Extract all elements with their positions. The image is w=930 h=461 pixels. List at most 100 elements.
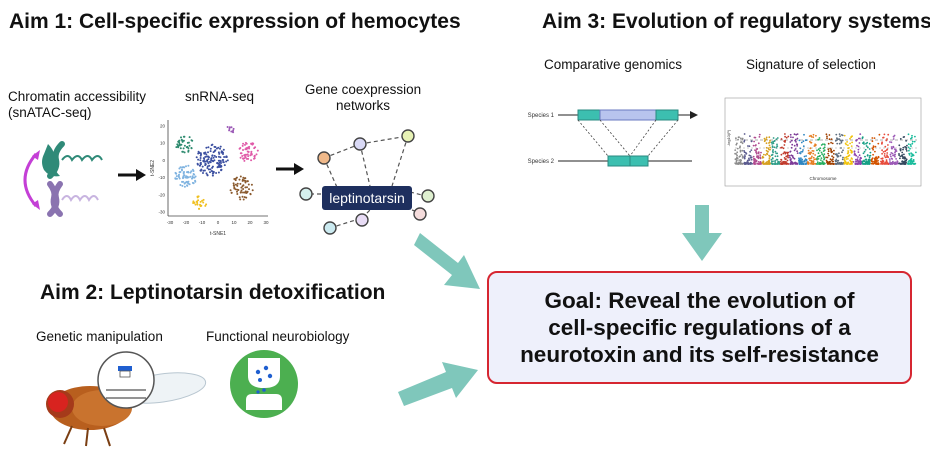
manhattan-point [793,144,796,147]
manhattan-point [794,138,797,141]
manhattan-point [791,143,794,146]
manhattan-point [736,154,738,157]
manhattan-point [811,162,813,165]
tsne-point [217,165,220,168]
manhattan-point [850,151,853,153]
manhattan-point [822,147,825,150]
tsne-point [232,127,235,130]
manhattan-point [765,149,768,152]
manhattan-point [750,158,753,161]
tsne-point [242,191,244,194]
tsne-point [183,185,186,188]
manhattan-point [857,145,860,148]
tsne-point [241,155,244,157]
manhattan-point [832,160,835,163]
manhattan-point [898,144,901,147]
manhattan-point [895,150,898,152]
tsne-point [183,171,185,173]
manhattan-point [845,156,848,158]
manhattan-point [800,141,803,144]
manhattan-point [757,152,760,155]
manhattan-point [777,163,780,165]
manhattan-point [757,156,760,158]
manhattan-point [791,161,794,164]
manhattan-point [739,145,741,148]
tsne-point [236,190,238,193]
manhattan-point [743,139,746,142]
manhattan-point [810,151,813,154]
tsne-point [246,190,249,193]
manhattan-point [832,156,835,159]
manhattan-point [875,157,878,159]
manhattan-point [784,162,786,165]
manhattan-point [778,160,780,163]
manhattan-point [862,162,865,165]
manhattan-point [846,152,849,155]
tsne-point [188,144,191,147]
manhattan-point [795,133,798,136]
tsne-point [213,150,216,153]
manhattan-point [828,161,831,163]
manhattan-point [755,150,757,152]
manhattan-point [820,151,823,154]
manhattan-point [741,162,743,165]
manhattan-point [863,150,866,153]
manhattan-point [812,133,815,136]
manhattan-point [817,158,820,160]
manhattan-point [910,162,912,165]
manhattan-point [774,150,777,153]
manhattan-point [739,137,742,140]
tsne-point [193,176,196,179]
tsne-xtick: 0 [217,220,220,225]
manhattan-point [787,135,790,138]
manhattan-point [838,152,840,155]
tsne-point [239,175,242,178]
tsne-point [241,144,244,147]
manhattan-point [889,162,892,165]
tsne-xtick: -10 [199,220,206,225]
manhattan-point [756,162,758,165]
tsne-point [206,167,209,169]
manhattan-point [847,158,849,160]
tsne-point [253,157,255,160]
manhattan-point [905,140,907,142]
tsne-point [192,182,195,185]
manhattan-point [840,162,842,164]
manhattan-point [759,154,762,156]
goal-line2: cell-specific regulations of a [548,315,851,340]
tsne-point [179,171,182,173]
manhattan-point [883,133,886,136]
tsne-point [198,164,201,167]
tsne-point [212,156,215,159]
tsne-point [213,159,216,162]
manhattan-point [755,148,758,151]
manhattan-point [741,149,744,152]
manhattan-point [799,163,801,165]
manhattan-point [800,157,802,160]
species1-label: Species 1 [528,113,555,119]
tsne-point [200,204,203,207]
manhattan-point [786,152,789,155]
tsne-ytick: 0 [162,158,165,163]
manhattan-point [767,160,770,162]
manhattan-points [734,133,917,165]
gene-network [299,129,435,235]
arrow-snrna-to-network [276,163,304,175]
tsne-point [180,138,183,141]
manhattan-point [827,148,830,151]
tsne-point [238,196,241,199]
manhattan-point [872,153,874,156]
comparative-genomics-diagram: Species 1 Species 2 [528,109,698,167]
manhattan-point [877,155,880,158]
tsne-point [247,157,250,160]
manhattan-point [865,158,868,161]
manhattan-point [821,160,824,163]
manhattan-point [795,141,797,143]
manhattan-point [828,138,831,141]
manhattan-point [745,162,748,165]
network-label: Gene coexpression networks [298,82,428,114]
network-edge [359,143,371,187]
tsne-point [211,172,214,175]
manhattan-point [747,163,750,165]
